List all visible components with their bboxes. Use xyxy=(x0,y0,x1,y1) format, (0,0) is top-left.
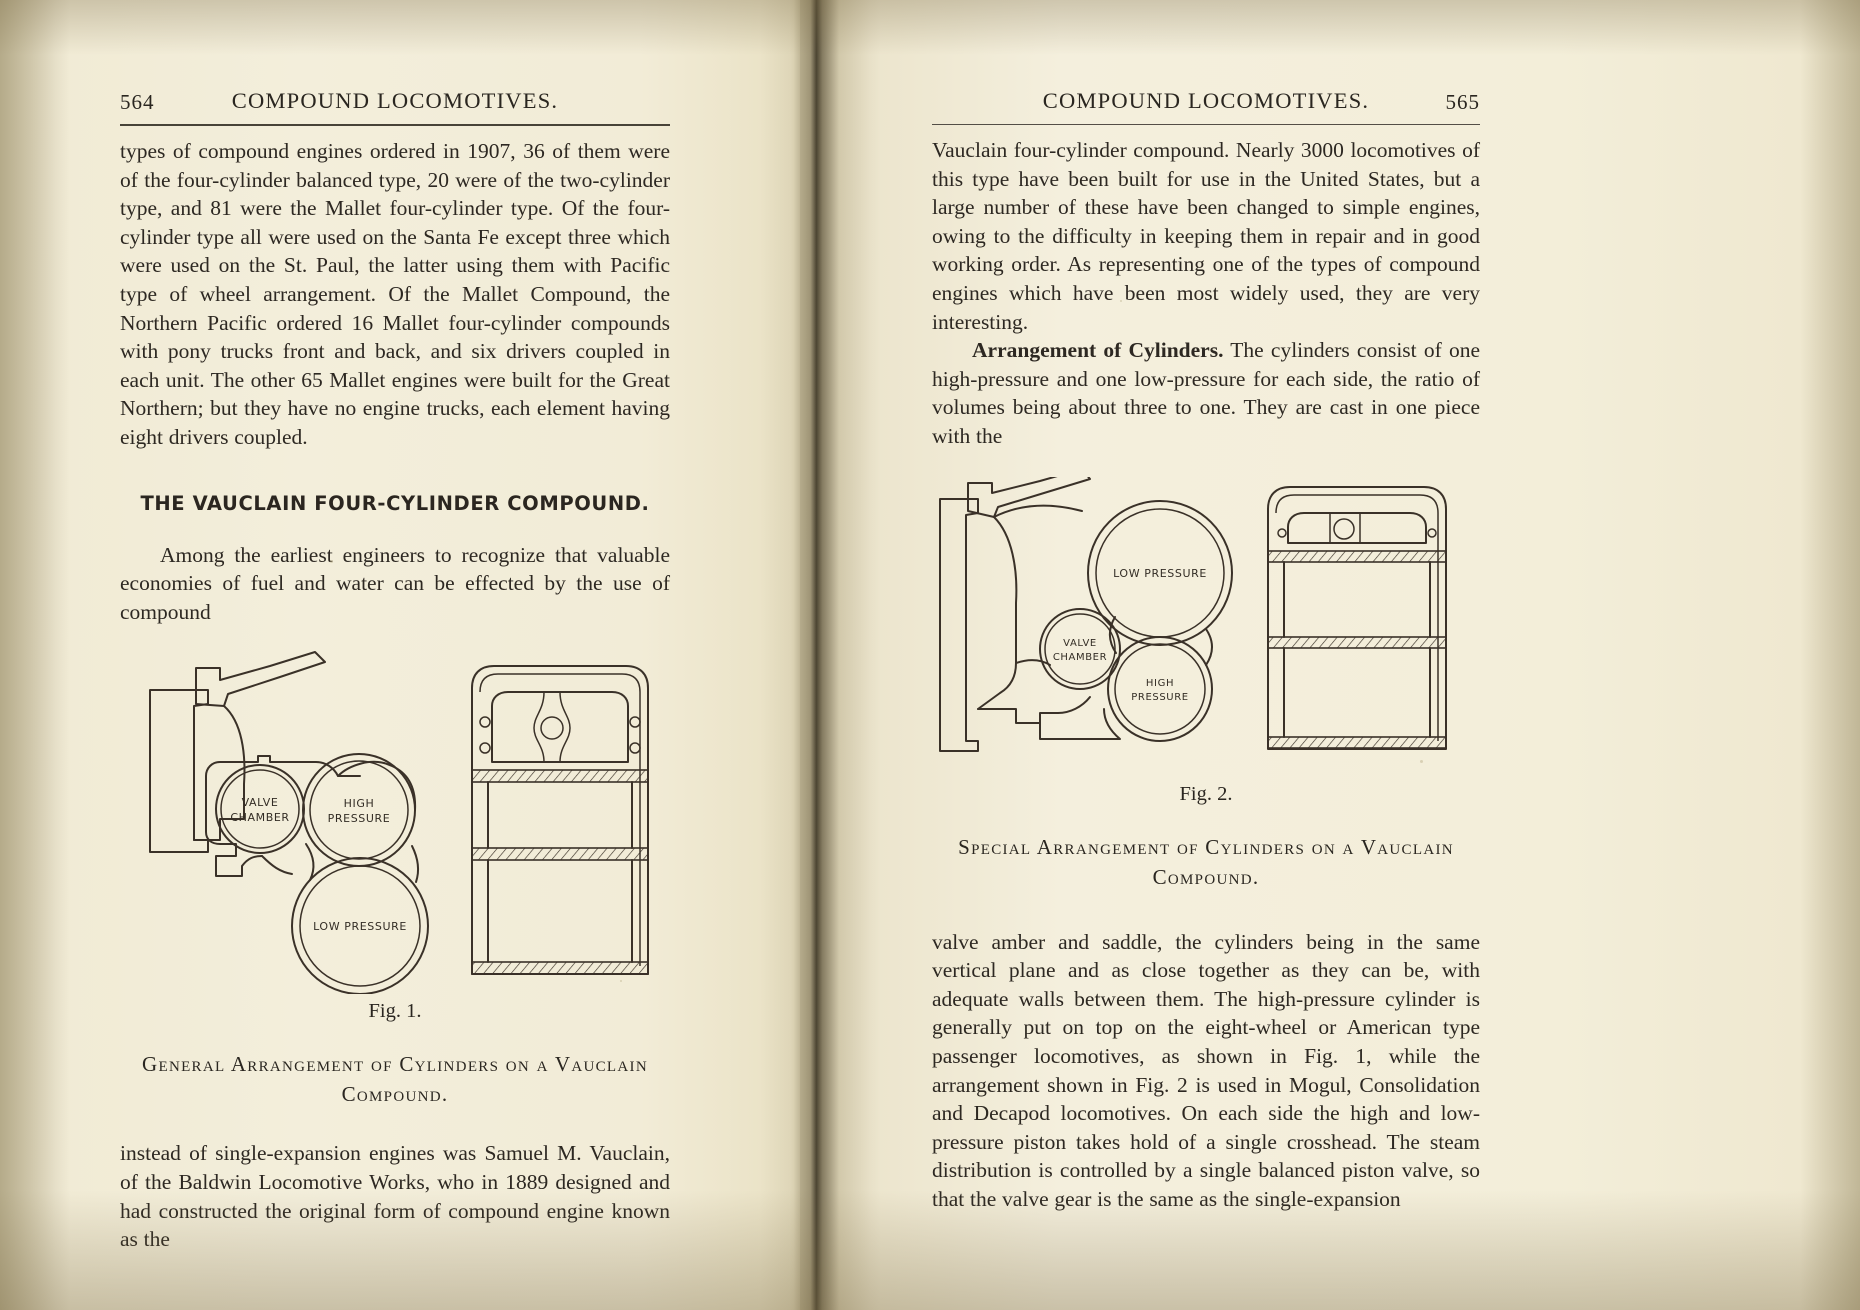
paper-speck xyxy=(1420,760,1423,763)
left-paragraph-1: types of compound engines ordered in 190… xyxy=(120,139,670,449)
figure-2: VALVE CHAMBER LOW PRESSURE HIGH PRESSURE xyxy=(932,476,1480,892)
right-header-rule xyxy=(932,124,1480,125)
left-running-head-title: COMPOUND LOCOMOTIVES. xyxy=(231,88,559,113)
left-paragraph-2-text: Among the earliest engineers to recogniz… xyxy=(120,542,670,624)
figure-2-valve-chamber-label-line1: VALVE xyxy=(1063,638,1097,649)
paper-speck xyxy=(330,560,333,563)
figure-1-drawing: VALVE CHAMBER HIGH PRESSURE LOW PRESSURE xyxy=(149,651,649,995)
figure-2-section-view xyxy=(1267,485,1447,750)
paper-speck xyxy=(620,980,622,982)
right-running-header: COMPOUND LOCOMOTIVES. 565 xyxy=(932,88,1480,118)
figure-2-caption: Special Arrangement of Cylinders on a Va… xyxy=(932,832,1480,892)
left-page-surface xyxy=(0,0,800,1310)
section-heading-vauclain: THE VAUCLAIN FOUR-CYLINDER COMPOUND. xyxy=(140,491,650,515)
right-paragraph-1: Vauclain four-cylinder compound. Nearly … xyxy=(932,138,1480,334)
figure-1-end-view: VALVE CHAMBER HIGH PRESSURE LOW PRESSURE xyxy=(149,651,429,995)
right-page-surface xyxy=(800,0,1860,1310)
paper-speck xyxy=(950,1090,952,1092)
figure-1-low-pressure-label: LOW PRESSURE xyxy=(313,920,407,933)
left-running-header: 564 COMPOUND LOCOMOTIVES. xyxy=(120,88,670,118)
figure-2-high-pressure-label-line1: HIGH xyxy=(1146,678,1174,689)
left-paragraph-3: instead of single-expansion engines was … xyxy=(120,1141,670,1252)
right-running-head-title: COMPOUND LOCOMOTIVES. xyxy=(1042,88,1370,113)
arrangement-of-cylinders-runin: Arrangement of Cylinders. xyxy=(972,338,1224,363)
figure-2-caption-block: Fig. 2. Special Arrangement of Cylinders… xyxy=(932,783,1480,892)
figure-2-low-pressure-label: LOW PRESSURE xyxy=(1113,567,1207,580)
right-page-column: COMPOUND LOCOMOTIVES. 565 Vauclain four-… xyxy=(932,88,1480,1213)
figure-1-caption: General Arrangement of Cylinders on a Va… xyxy=(120,1049,670,1109)
figure-2-valve-chamber-label-line2: CHAMBER xyxy=(1053,652,1107,663)
figure-2-caption-line-1: Special Arrangement of Cylinders on a Va… xyxy=(958,834,1454,859)
figure-2-caption-line-2: Compound. xyxy=(1152,864,1260,889)
right-page-number: 565 xyxy=(1445,90,1480,114)
figure-1-high-pressure-label-line2: PRESSURE xyxy=(328,812,391,825)
figure-2-drawing: VALVE CHAMBER LOW PRESSURE HIGH PRESSURE xyxy=(939,476,1447,752)
figure-1-valve-chamber-label-line1: VALVE xyxy=(242,796,279,809)
left-paragraph-2: Among the earliest engineers to recogniz… xyxy=(120,541,670,627)
figure-2-end-view: VALVE CHAMBER LOW PRESSURE HIGH PRESSURE xyxy=(939,476,1233,752)
figure-1-valve-chamber-label-line2: CHAMBER xyxy=(230,811,289,824)
right-paragraph-2: Arrangement of Cylinders. The cylinders … xyxy=(932,336,1480,450)
figure-1-caption-line-1: General Arrangement of Cylinders on a Va… xyxy=(142,1052,648,1077)
paper-speck xyxy=(1120,300,1122,302)
figure-1-number: Fig. 1. xyxy=(368,1000,422,1023)
figure-1-section-view xyxy=(471,665,649,976)
left-header-rule xyxy=(120,124,670,126)
figure-2-number: Fig. 2. xyxy=(1179,782,1233,805)
figure-1-caption-line-2: Compound. xyxy=(341,1082,449,1107)
left-page-column: 564 COMPOUND LOCOMOTIVES. types of compo… xyxy=(120,88,670,1254)
right-paragraph-2-text: The cylinders consist of one high-pressu… xyxy=(932,338,1480,448)
figure-1-caption-block: Fig. 1. General Arrangement of Cylinders… xyxy=(120,1000,670,1109)
left-page-number: 564 xyxy=(120,90,155,114)
figure-1-high-pressure-label-line1: HIGH xyxy=(344,797,375,810)
right-paragraph-3: valve amber and saddle, the cylinders be… xyxy=(932,929,1480,1211)
figure-2-high-pressure-label-line2: PRESSURE xyxy=(1131,692,1188,703)
figure-1: VALVE CHAMBER HIGH PRESSURE LOW PRESSURE xyxy=(120,644,670,1109)
paper-speck xyxy=(200,1150,202,1152)
